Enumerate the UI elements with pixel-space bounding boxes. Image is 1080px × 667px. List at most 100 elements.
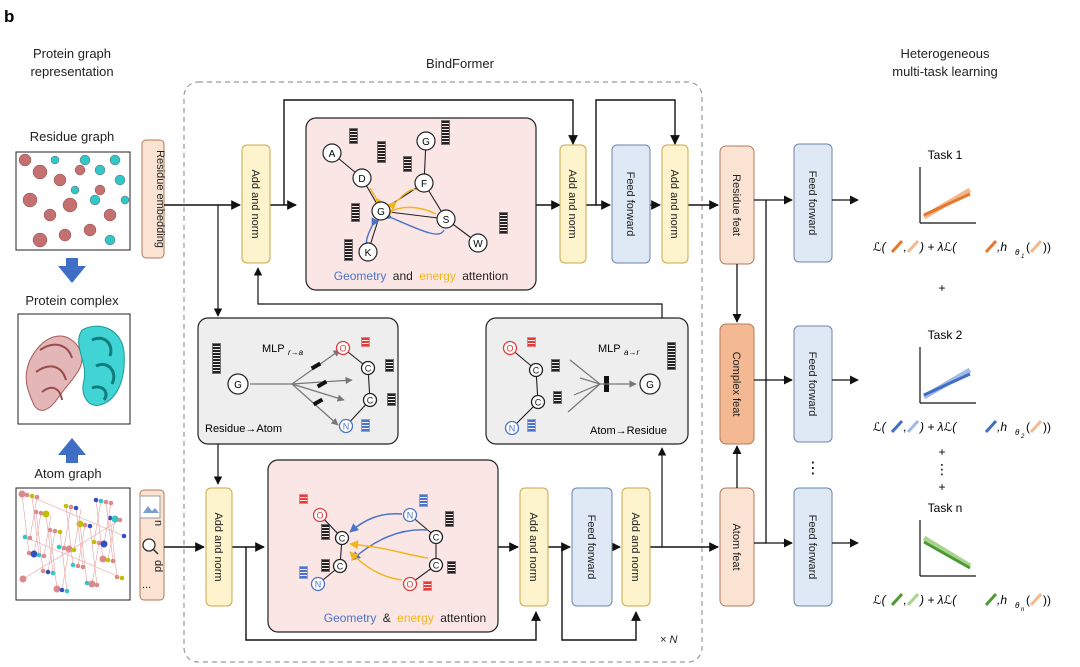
feature-bar-icon [551, 359, 560, 372]
edge-residual-1 [283, 99, 578, 205]
geometry-arrow [383, 211, 445, 235]
residue-node-label: S [443, 215, 450, 226]
edge-residual-3 [245, 547, 541, 641]
residue-embedding-label: Residue embedding [154, 150, 166, 248]
head-ff-2: Feed forward [793, 325, 833, 443]
residue-node-label: A [329, 149, 336, 160]
image-icon [139, 495, 161, 519]
feature-bar-icon [527, 419, 536, 432]
residue-node [468, 233, 488, 253]
atom-node-label: N [343, 422, 350, 432]
projection-edge [569, 359, 601, 385]
atom-node-label: C [533, 366, 540, 376]
loss-sub: 2 [1020, 434, 1025, 440]
atom-graph-label: Atom graph [34, 466, 101, 481]
r2a-caption: Residue→Atom [205, 423, 282, 435]
atom-embedding-block: n dd ... [139, 489, 165, 601]
energy-arrow [385, 206, 437, 217]
add-norm-atom-1: Add and norm [205, 487, 233, 607]
feed-forward-res: Feed forward [611, 144, 651, 264]
feature-bar-icon [344, 239, 353, 261]
atom-node-label: O [406, 580, 413, 590]
residue-node [352, 168, 372, 188]
complex-feat-label: Complex feat [730, 352, 742, 417]
atom-node [428, 557, 444, 573]
series-swatch [906, 419, 920, 434]
loss-open: ( [1026, 593, 1030, 607]
feature-bar-icon [361, 337, 370, 347]
atom-node-label: C [535, 398, 542, 408]
residue-node-label: D [358, 174, 365, 185]
edge-complex-branch [754, 200, 792, 544]
atom-node [504, 420, 520, 436]
loss-theta: θ [1015, 248, 1020, 257]
feature-bar-icon [387, 393, 396, 406]
series-swatch [890, 419, 904, 434]
loss-h: ,h [997, 240, 1007, 254]
series-swatch [984, 419, 998, 434]
trend-dark [923, 540, 971, 570]
protein-complex-image [17, 313, 131, 425]
atom-node [528, 362, 544, 378]
mlp-r2a-sub: r→a [288, 348, 304, 357]
series-swatch [1029, 419, 1043, 434]
feature-bar-icon [351, 203, 360, 222]
series-swatch [984, 239, 998, 254]
zoom-icon-handle [152, 548, 159, 555]
residue-node-label: W [473, 239, 483, 250]
trend-dark [923, 372, 971, 397]
atom-node-label: C [365, 364, 372, 374]
comma: , [903, 593, 906, 607]
plus-3: + [938, 480, 945, 494]
edge-a2r-to-addnorm [253, 267, 663, 318]
residue-node-label: G [234, 380, 242, 391]
feature-bar-icon [445, 511, 454, 527]
residue-node-label: G [377, 207, 385, 218]
add-norm-atom-2: Add and norm [519, 487, 549, 607]
projection-arrow [291, 383, 345, 402]
energy-arrow [369, 187, 384, 207]
loss-L: ℒ( [873, 240, 888, 254]
atom-embedding-frag-2: dd [152, 560, 164, 572]
residue-node [416, 131, 436, 151]
series-swatch [906, 239, 920, 254]
add-norm-res-1-label: Add and norm [249, 169, 261, 238]
atom-node [402, 507, 418, 523]
atom-feat-label: Atom feat [730, 523, 742, 570]
image-icon-glyph [143, 506, 159, 513]
loss-L: ℒ( [873, 420, 888, 434]
atom-embedding-frag-1: n [152, 520, 164, 526]
add-norm-atom-3-label: Add and norm [629, 512, 641, 581]
residue-node-label: G [422, 137, 430, 148]
atom-node [338, 418, 354, 434]
projection-edge [579, 377, 601, 385]
feature-bar-icon [299, 566, 308, 579]
feature-bar-icon [527, 337, 536, 347]
bindformer-title: BindFormer [426, 56, 495, 71]
edge-residual-2 [595, 99, 680, 205]
atom-node-label: C [433, 533, 440, 543]
residue-node-label: G [646, 380, 654, 391]
residue-node [358, 242, 378, 262]
feature-bar-icon [499, 212, 508, 234]
energy-arrow [349, 540, 429, 559]
residue-embedding-block: Residue embedding [141, 139, 166, 259]
feature-bar-icon [385, 359, 394, 372]
loss-open: ( [1026, 240, 1030, 254]
series-swatch [890, 239, 904, 254]
comma: , [903, 420, 906, 434]
residue-node [414, 173, 434, 193]
loss-h: ,h [997, 420, 1007, 434]
geometry-word-2: Geometry [324, 611, 377, 625]
atom-node-label: O [316, 511, 323, 521]
residue-feat-block: Residue feat [719, 145, 755, 265]
atom-node-label: N [509, 424, 516, 434]
ellipsis-icon: ... [142, 579, 151, 591]
loss-h: ,h [997, 593, 1007, 607]
residue-feat-label: Residue feat [730, 174, 742, 236]
energy-arrow [349, 551, 403, 581]
